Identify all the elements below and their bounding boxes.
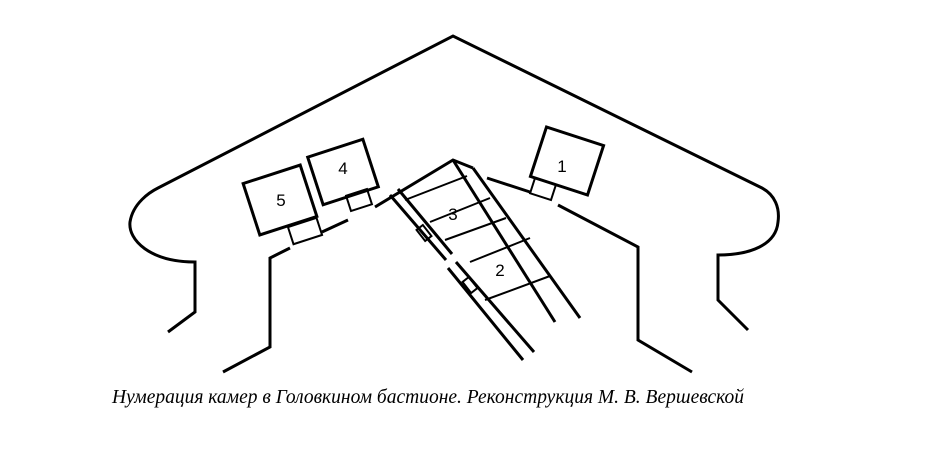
cell-5-passage	[286, 216, 324, 246]
gallery-rail-outer	[471, 167, 582, 319]
gallery-crossbar	[484, 275, 551, 301]
gallery-rail-lower-1	[388, 194, 448, 261]
cell-5-chamber	[241, 163, 319, 237]
cell-label: 4	[338, 159, 347, 178]
cell-label: 1	[557, 157, 566, 176]
inner-wall-left-segment-2	[321, 218, 349, 234]
cell-label: 5	[276, 191, 285, 210]
inner-wall-left	[222, 246, 291, 374]
cell-label: 3	[448, 205, 457, 224]
bastion-plan-diagram: 1 2 3 4 5	[128, 34, 780, 374]
bastion-outer-wall	[128, 34, 780, 334]
cell-label: 2	[495, 261, 504, 280]
gallery-crossbar	[469, 237, 531, 263]
figure-caption: Нумерация камер в Головкином бастионе. Р…	[112, 387, 744, 408]
gallery-door	[461, 275, 479, 295]
gallery-crossbar	[429, 197, 491, 223]
inner-wall-right	[486, 176, 531, 194]
cell-4-chamber	[305, 137, 381, 207]
cell-1-chamber	[528, 125, 606, 197]
gallery-rail-inner-top	[451, 159, 557, 323]
gallery-rail-lower-3	[446, 267, 525, 361]
gallery-door	[415, 223, 433, 243]
gallery-crossbar	[404, 175, 468, 201]
cell-1-passage	[528, 176, 558, 202]
inner-wall-right-segment-2	[557, 203, 693, 374]
gallery-crossbar	[444, 217, 507, 241]
cell-4-passage	[344, 187, 374, 213]
